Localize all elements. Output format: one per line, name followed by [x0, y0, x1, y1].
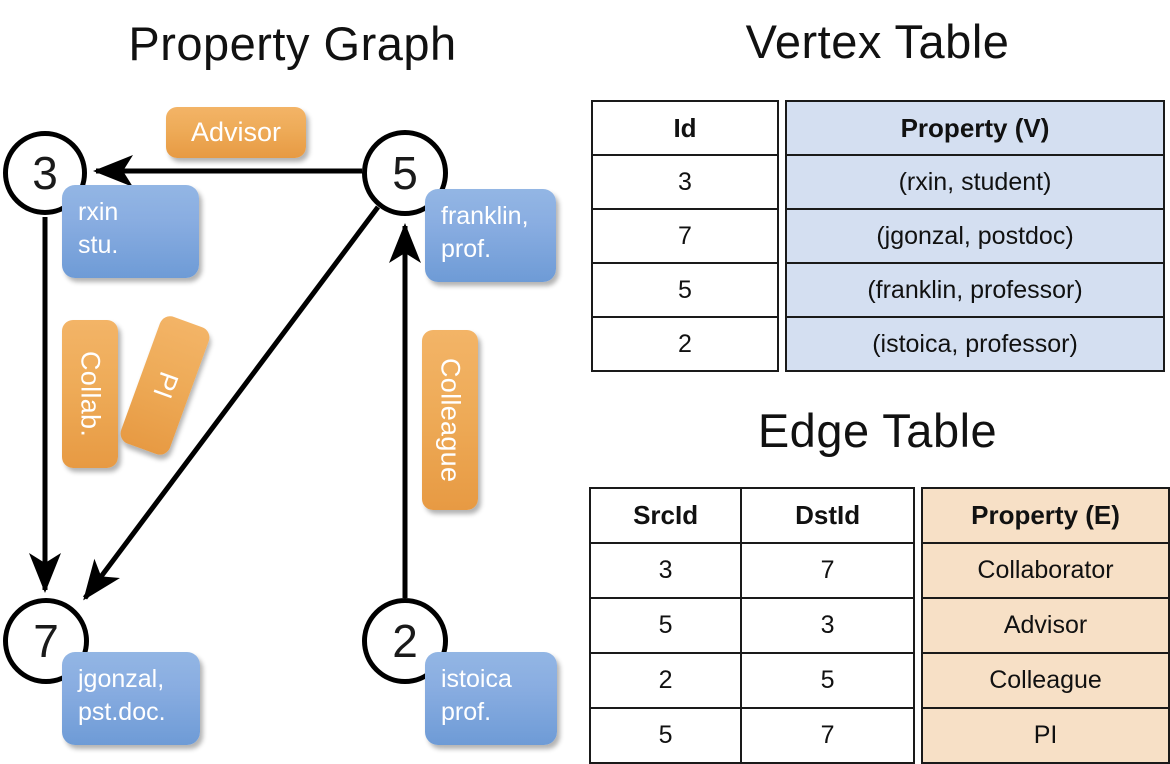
vertex-table-gap — [778, 101, 786, 155]
edge-label-colleague: Colleague — [422, 330, 478, 510]
table-row[interactable]: 3 7 Collaborator — [588, 542, 1170, 599]
edge-table-gap — [914, 708, 923, 763]
edge-table-cell-property: Advisor — [921, 597, 1170, 654]
edge-table-header-property: Property (E) — [921, 487, 1170, 544]
vertex-table-gap — [778, 209, 786, 263]
page-title-edge-table: Edge Table — [757, 404, 998, 457]
vertex-table-gap — [778, 263, 786, 317]
vertex-table-cell-property: (franklin, professor) — [785, 262, 1165, 318]
edge-table-header-dstid: DstId — [740, 487, 916, 544]
edge-table-cell-dstid: 3 — [740, 597, 916, 654]
vertex-property-5-line2: prof. — [441, 235, 492, 263]
edge-table-cell-dstid: 7 — [740, 707, 916, 764]
vertex-table-cell-id: 7 — [591, 208, 779, 264]
vertex-table-gap — [778, 155, 786, 209]
vertex-property-7-line2: pst.doc. — [78, 698, 166, 726]
edge-table-cell-srcid: 5 — [588, 707, 743, 764]
page-title-vertex-table: Vertex Table — [745, 15, 1010, 68]
table-row[interactable]: 5 3 Advisor — [588, 597, 1170, 654]
property-graph-diagram: 3 5 7 2 rxin stu. franklin, prof. jgonza… — [0, 0, 585, 760]
vertex-table-gap — [778, 317, 786, 371]
edge-label-advisor: Advisor — [166, 107, 306, 158]
graph-edges-svg — [29, 155, 421, 601]
table-row[interactable]: 2 5 Colleague — [588, 652, 1170, 709]
table-row[interactable]: 5 7 PI — [588, 707, 1170, 764]
vertex-property-5-line1: franklin, — [441, 202, 529, 230]
vertex-property-box-2: istoica prof. — [425, 652, 557, 745]
vertex-table-header-row: Id Property (V) — [591, 100, 1165, 156]
edge-label-advisor-text: Advisor — [190, 117, 282, 147]
edge-table-gap — [914, 488, 923, 543]
vertex-table-cell-id: 5 — [591, 262, 779, 318]
edge-label-colleague-text: Colleague — [435, 357, 466, 483]
edge-label-collab-text: Collab. — [75, 350, 106, 438]
vertex-property-2-line2: prof. — [441, 698, 492, 726]
graph-vertex-5[interactable]: 5 — [362, 130, 448, 216]
edge-table-gap — [914, 653, 923, 708]
table-row[interactable]: 5 (franklin, professor) — [591, 262, 1165, 318]
vertex-table-cell-property: (jgonzal, postdoc) — [785, 208, 1165, 264]
edge-table-cell-dstid: 7 — [740, 542, 916, 599]
graph-vertex-5-label: 5 — [392, 147, 418, 199]
table-row[interactable]: 3 (rxin, student) — [591, 154, 1165, 210]
graph-vertex-7-label: 7 — [33, 615, 59, 667]
edge-table: SrcId DstId Property (E) 3 7 Collaborato… — [588, 487, 1170, 764]
edge-table-cell-srcid: 5 — [588, 597, 743, 654]
edge-table-cell-property: PI — [921, 707, 1170, 764]
table-row[interactable]: 7 (jgonzal, postdoc) — [591, 208, 1165, 264]
page-title-property-graph: Property Graph — [128, 17, 457, 70]
graph-vertex-2[interactable]: 2 — [362, 598, 448, 684]
vertex-property-box-7: jgonzal, pst.doc. — [62, 652, 200, 745]
edge-table-cell-property: Colleague — [921, 652, 1170, 709]
vertex-table-cell-id: 2 — [591, 316, 779, 372]
edge-table-cell-srcid: 2 — [588, 652, 743, 709]
vertex-table-header-property: Property (V) — [785, 100, 1165, 156]
graph-vertex-2-label: 2 — [392, 615, 418, 667]
vertex-property-7-line1: jgonzal, — [78, 665, 165, 693]
edge-label-pi-text: PI — [146, 368, 185, 404]
edge-table-cell-dstid: 5 — [740, 652, 916, 709]
vertex-table-cell-id: 3 — [591, 154, 779, 210]
vertex-table-header-id: Id — [591, 100, 779, 156]
edge-table-header-srcid: SrcId — [588, 487, 743, 544]
edge-table-gap — [914, 543, 923, 598]
table-row[interactable]: 2 (istoica, professor) — [591, 316, 1165, 372]
graph-vertex-3-label: 3 — [32, 147, 58, 199]
vertex-property-box-5: franklin, prof. — [425, 189, 556, 282]
edge-table-header-row: SrcId DstId Property (E) — [588, 487, 1170, 544]
vertex-property-3-line2: stu. — [78, 231, 119, 259]
vertex-table-cell-property: (rxin, student) — [785, 154, 1165, 210]
vertex-property-box-3: rxin stu. — [62, 185, 199, 278]
edge-table-cell-property: Collaborator — [921, 542, 1170, 599]
edge-5-to-7-pi — [82, 205, 381, 601]
vertex-property-3-line1: rxin — [78, 198, 119, 226]
edge-table-gap — [914, 598, 923, 653]
vertex-table: Id Property (V) 3 (rxin, student) 7 (jgo… — [591, 100, 1165, 372]
edge-label-collab: Collab. — [62, 320, 118, 468]
edge-table-cell-srcid: 3 — [588, 542, 743, 599]
vertex-table-cell-property: (istoica, professor) — [785, 316, 1165, 372]
vertex-property-2-line1: istoica — [441, 665, 512, 693]
